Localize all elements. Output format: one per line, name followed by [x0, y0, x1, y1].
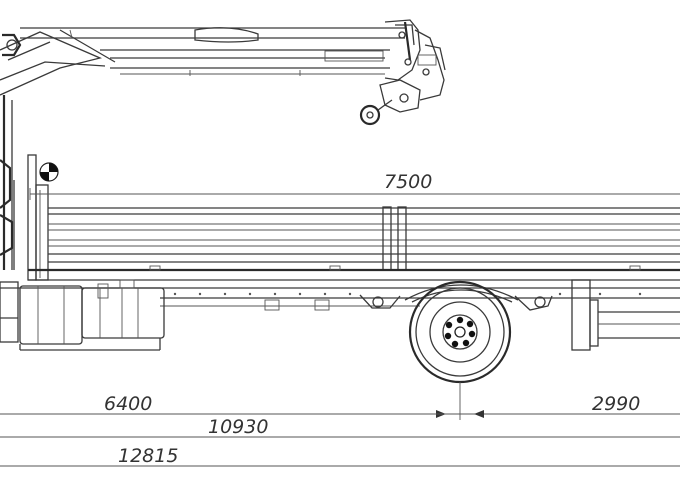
dimension-labels: 7500 6400 2990 10930 12815 [104, 171, 640, 467]
crane-mast [0, 95, 15, 270]
fuel-tank-and-battery-box [19, 279, 165, 351]
dim-rear-overhang: 2990 [592, 393, 640, 415]
dimension-lines [0, 188, 680, 467]
dim-front-to-axle: 6400 [104, 393, 152, 415]
dim-wheelbase-total: 10930 [208, 416, 268, 438]
center-of-gravity-marker [39, 162, 59, 182]
flatbed [27, 154, 680, 281]
dim-overall-length: 12815 [118, 445, 178, 467]
dim-bed-length: 7500 [384, 171, 432, 193]
chassis [0, 281, 680, 343]
rear-wheel [359, 280, 553, 420]
crane-boom [0, 19, 446, 126]
rear-underrun-guard [571, 279, 680, 351]
